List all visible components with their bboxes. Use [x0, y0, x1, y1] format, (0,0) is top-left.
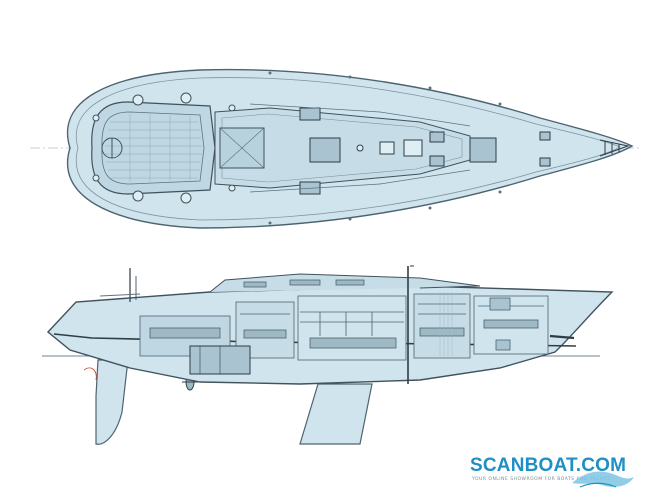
cockpit	[91, 101, 216, 195]
deck-plan-view	[30, 68, 640, 229]
watermark-tagline: YOUR ONLINE SHOWROOM FOR BOATS AND YACHT…	[472, 477, 611, 482]
rudder	[95, 359, 129, 445]
scanboat-watermark: SCANBOAT.COM YOUR ONLINE SHOWROOM FOR BO…	[470, 455, 640, 495]
watermark-brand: SCANBOAT.COM	[470, 455, 627, 476]
wave-icon	[572, 471, 634, 488]
deck-hatches	[299, 107, 551, 195]
keel	[299, 383, 373, 445]
profile-section-view	[42, 265, 614, 445]
